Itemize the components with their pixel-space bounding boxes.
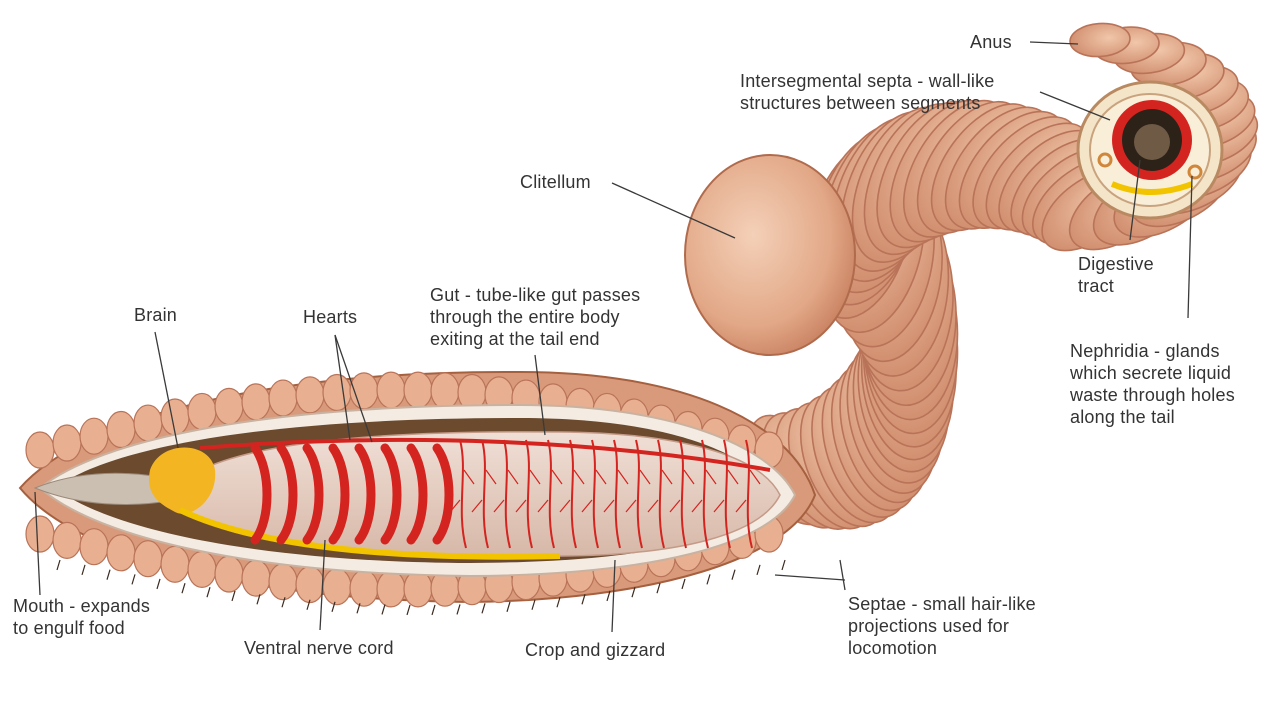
leader-nerve	[319, 539, 326, 631]
leader-lines	[34, 41, 1193, 633]
label-intersegmental-septa: Intersegmental septa - wall-like structu…	[740, 71, 995, 113]
leader-crop	[611, 559, 616, 633]
leader-gut	[534, 354, 546, 436]
label-anus: Anus	[970, 32, 1012, 52]
hearts	[250, 443, 454, 545]
leader-hearts-2	[334, 334, 373, 443]
label-mouth: Mouth - expands to engulf food	[13, 596, 151, 638]
label-hearts: Hearts	[303, 307, 358, 327]
label-brain: Brain	[134, 305, 178, 325]
clitellum	[684, 154, 856, 356]
leader-anus	[1029, 41, 1079, 45]
leader-hearts-1	[334, 334, 351, 441]
leader-clitellum	[611, 182, 736, 239]
setae	[56, 559, 786, 616]
leader-brain	[154, 331, 179, 449]
leader-mouth	[34, 491, 41, 596]
dissected-body	[18, 370, 817, 616]
label-crop-and-gizzard: Crop and gizzard	[525, 640, 666, 660]
leader-septa	[1039, 91, 1111, 121]
label-nephridia: Nephridia - glands which secrete liquid …	[1070, 341, 1235, 427]
cross-section	[1076, 80, 1224, 220]
label-ventral-nerve-cord: Ventral nerve cord	[244, 638, 394, 658]
blood-vessels	[199, 437, 771, 549]
label-septae: Septae - small hair-like projections use…	[848, 594, 1036, 658]
label-gut: Gut - tube-like gut passes through the e…	[430, 285, 641, 349]
leader-digestive	[1129, 159, 1141, 241]
leader-setae	[774, 559, 846, 591]
label-digestive-tract: Digestive tract	[1078, 254, 1154, 296]
label-clitellum: Clitellum	[520, 172, 591, 192]
leader-nephridia	[1187, 175, 1193, 319]
